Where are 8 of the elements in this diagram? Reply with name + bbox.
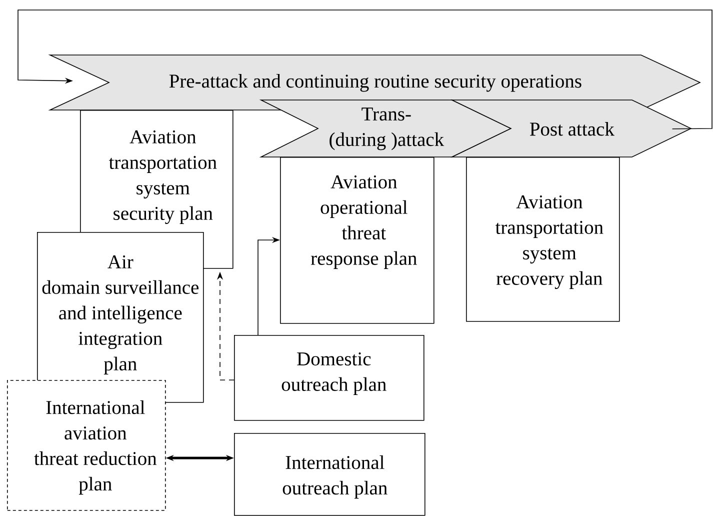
plan-box: International outreach plan xyxy=(234,433,426,516)
plan-box: Aviation operational threat response plan xyxy=(280,157,434,324)
phase-banner: Trans- (during )attack xyxy=(259,100,512,158)
plan-box: Domestic outreach plan xyxy=(234,335,424,421)
plan-box: International aviation threat reduction plan xyxy=(7,380,166,511)
feedback-arrow xyxy=(18,10,712,130)
phase-banner: Post attack xyxy=(450,100,692,158)
plan-box: Aviation transportation system recovery plan xyxy=(466,157,620,322)
